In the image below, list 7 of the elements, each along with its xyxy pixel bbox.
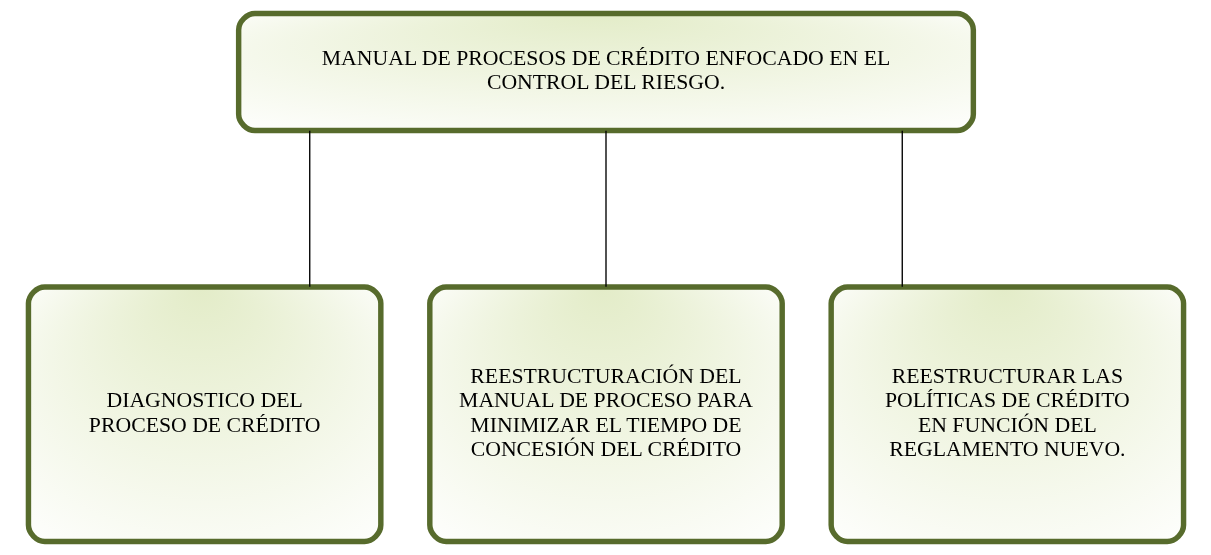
connector <box>308 130 310 288</box>
node-box: REESTRUCTURACIÓN DEL MANUAL DE PROCESO PARA MINIMIZAR EL TIEMPO DE CONCESIÓN DEL CRÉDITO <box>426 284 785 545</box>
connector <box>604 130 607 288</box>
node-box: REESTRUCTURAR LAS POLÍTICAS DE CRÉDITO EN FUNCIÓN DEL REGLAMENTO NUEVO. <box>827 284 1186 545</box>
node-box: DIAGNOSTICO DEL PROCESO DE CRÉDITO <box>25 284 384 545</box>
node-box: MANUAL DE PROCESOS DE CRÉDITO ENFOCADO EN EL CONTROL DEL RIESGO. <box>235 10 976 134</box>
connector <box>901 130 903 288</box>
